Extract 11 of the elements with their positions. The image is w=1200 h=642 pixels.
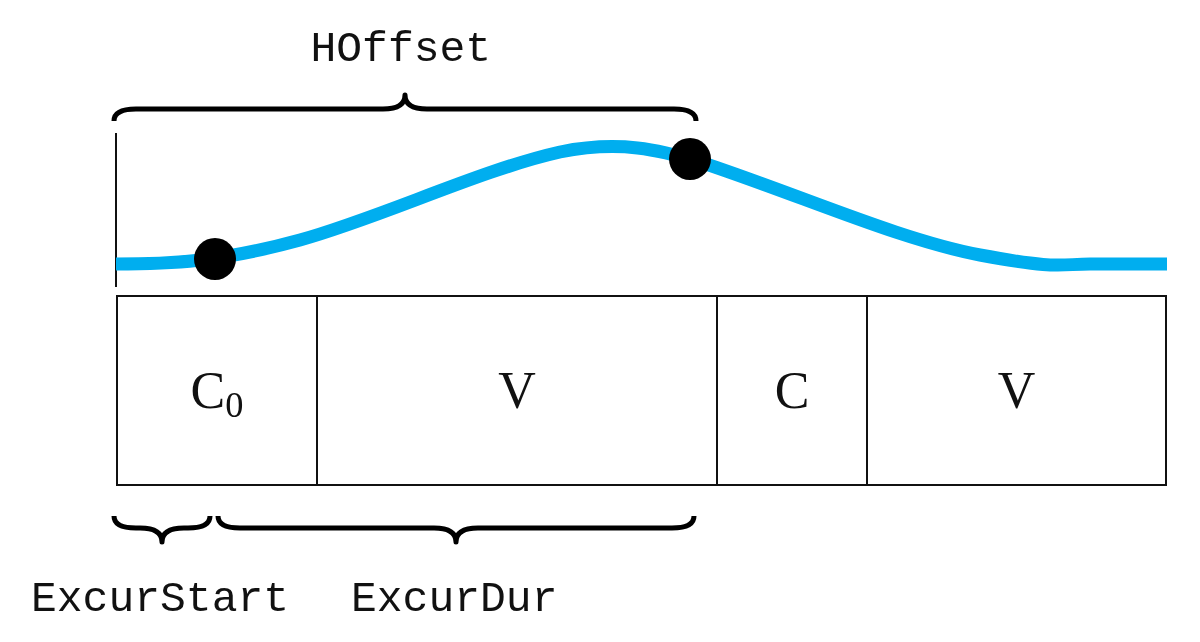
- segment-label: V: [997, 364, 1036, 417]
- dimension-label: ExcurStart: [31, 578, 290, 621]
- segment-box: [866, 295, 1167, 486]
- segment-box: [316, 295, 718, 486]
- segment-box: [716, 295, 868, 486]
- dimension-label: ExcurDur: [351, 578, 558, 621]
- dimension-label: HOffset: [310, 28, 492, 71]
- segment-label: V: [498, 364, 536, 417]
- segment-label: C$_{0}$: [190, 364, 244, 417]
- segment-label: C: [774, 364, 810, 417]
- segment-box: [116, 295, 318, 486]
